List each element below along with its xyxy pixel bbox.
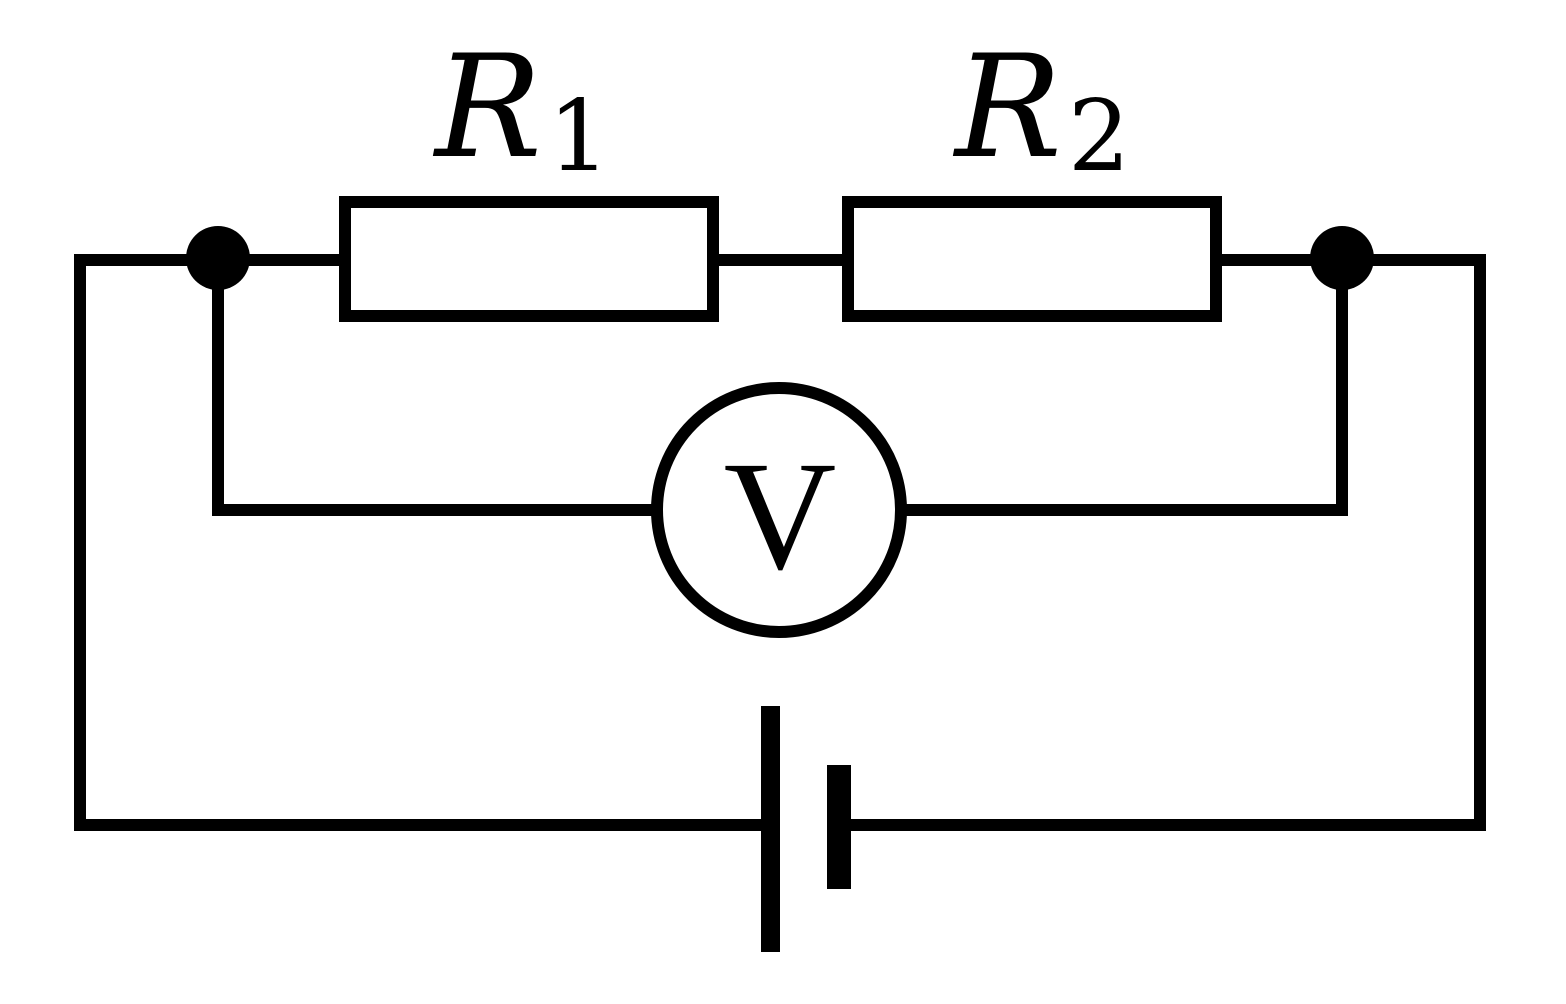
label-r1-subscript: 1 (548, 80, 610, 194)
battery-short-plate (827, 765, 851, 889)
battery-cell (761, 706, 851, 952)
outer-left-wire (74, 254, 771, 831)
voltmeter: V (651, 382, 907, 638)
voltmeter-right-lead (894, 254, 1348, 516)
resistor-r1 (339, 196, 719, 322)
resistor-r2-body (842, 196, 1222, 322)
junction-node-right (1310, 226, 1374, 290)
label-r2-subscript: 2 (1068, 80, 1130, 194)
voltmeter-body (651, 382, 907, 638)
resistor-r2 (842, 196, 1222, 322)
battery-long-plate (761, 706, 780, 952)
label-r1: R1 (432, 25, 610, 194)
label-r2-symbol: R (952, 25, 1062, 190)
label-r1-symbol: R (432, 25, 542, 190)
junction-node-left (186, 226, 250, 290)
label-r2: R2 (952, 25, 1130, 194)
voltmeter-left-lead (212, 254, 664, 516)
voltmeter-symbol: V (724, 429, 837, 602)
resistor-r1-body (339, 196, 719, 322)
outer-right-wire (839, 254, 1486, 831)
